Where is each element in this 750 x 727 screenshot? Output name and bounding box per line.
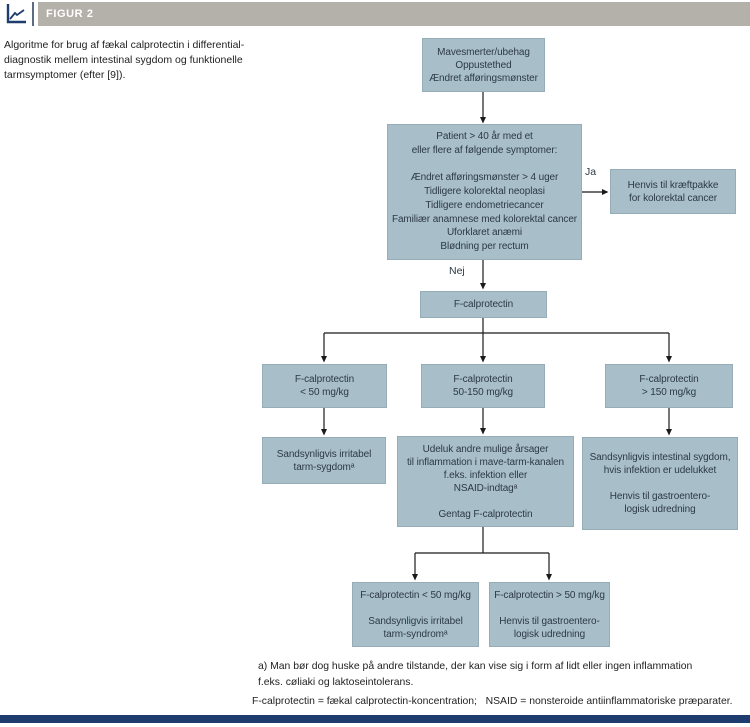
node-ibs-likely: Sandsynligvis irritabel tarm-sygdomᵃ: [262, 437, 386, 484]
node-retest-high: F-calprotectin > 50 mg/kg Henvis til gas…: [489, 582, 610, 647]
header-bar: FIGUR 2: [38, 2, 750, 26]
figure-header: FIGUR 2: [0, 2, 750, 26]
node-fcalprotectin-test: F-calprotectin: [420, 291, 547, 318]
footnote-abbreviations: F-calprotectin = fækal calprotectin-konc…: [252, 696, 733, 707]
edge-label-ja: Ja: [585, 166, 597, 178]
node-cancer-referral: Henvis til kræftpakke for kolorektal can…: [610, 169, 736, 214]
edge-label-nej: Nej: [449, 265, 465, 277]
line-chart-icon: [0, 2, 32, 26]
footnote-a: a) Man bør dog huske på andre tilstande,…: [258, 661, 693, 688]
figure-caption: Algoritme for brug af fækal calprotectin…: [4, 39, 245, 81]
figure-label: FIGUR 2: [46, 8, 94, 20]
node-retest-low: F-calprotectin < 50 mg/kg Sandsynligvis …: [352, 582, 479, 647]
node-result-mid: F-calprotectin 50-150 mg/kg: [421, 364, 545, 408]
node-patient-over-40: Patient > 40 år med et eller flere af fø…: [387, 124, 582, 260]
node-exclude-causes: Udeluk andre mulige årsager til inflamma…: [397, 436, 574, 527]
header-divider: [32, 2, 34, 26]
node-symptoms: Mavesmerter/ubehag Oppustethed Ændret af…: [422, 38, 545, 92]
node-result-low: F-calprotectin < 50 mg/kg: [262, 364, 387, 408]
node-intestinal-disease: Sandsynligvis intestinal sygdom, hvis in…: [582, 437, 738, 530]
bottom-rule: [0, 715, 750, 723]
node-result-high: F-calprotectin > 150 mg/kg: [605, 364, 733, 408]
